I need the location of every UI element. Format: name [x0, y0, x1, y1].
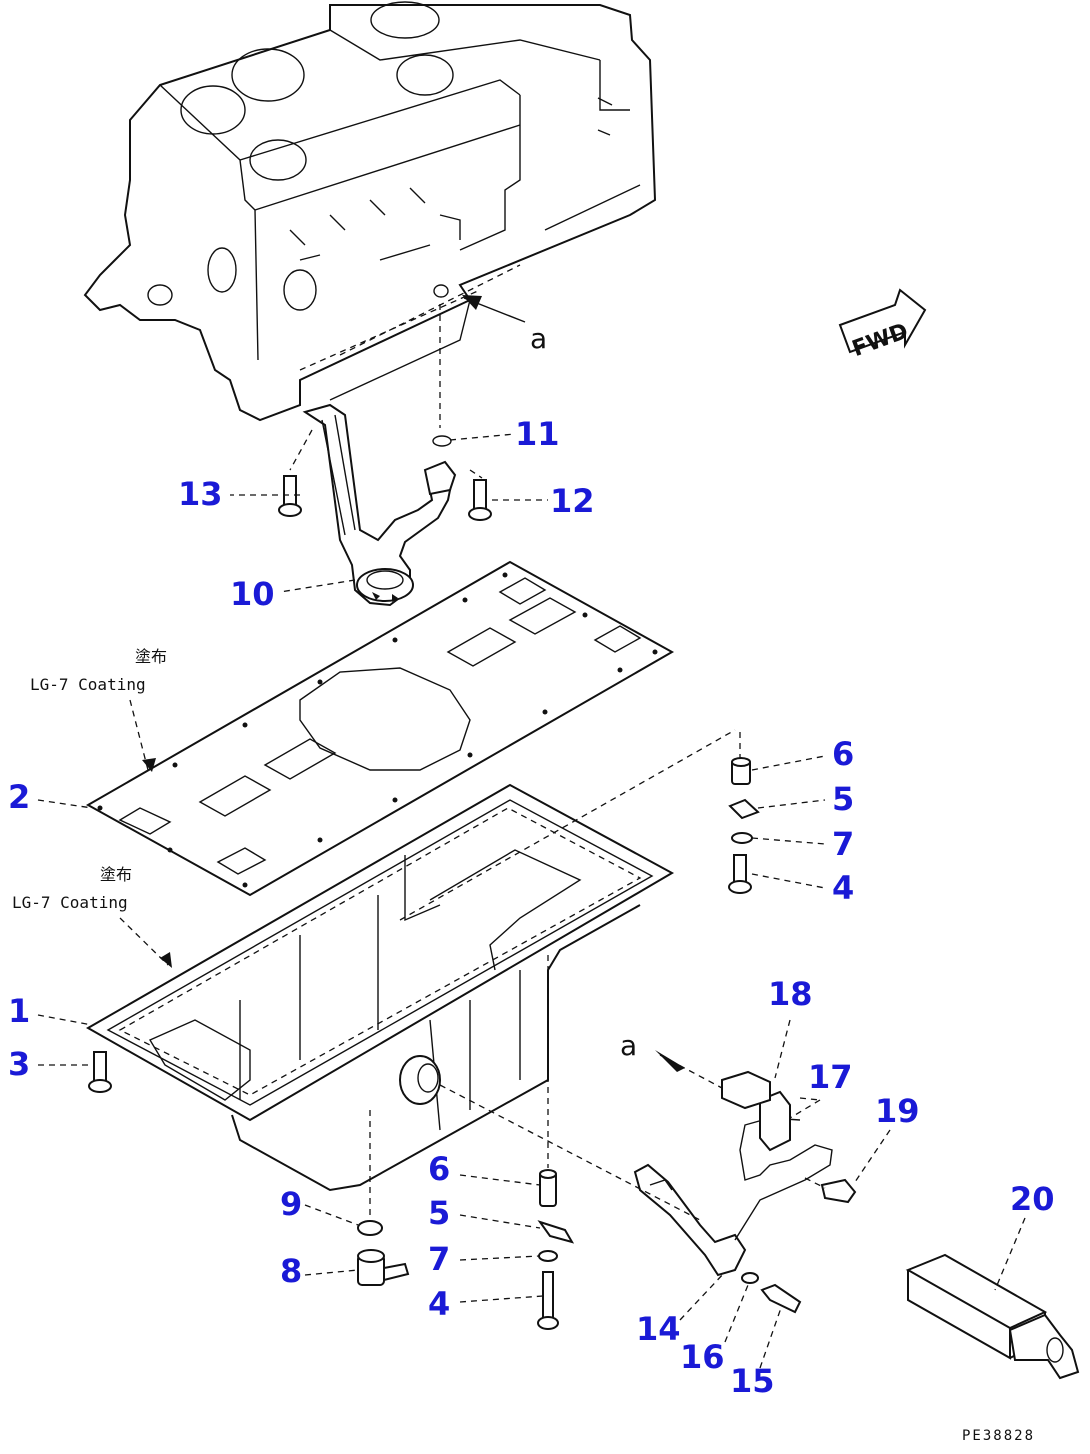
callout-18: 18	[768, 975, 813, 1013]
upper-fastener-stack	[399, 729, 760, 921]
coating-upper-en: LG-7 Coating	[30, 675, 146, 694]
suction-pipe-part	[302, 304, 457, 607]
callout-12: 12	[550, 482, 595, 520]
fwd-label: FWD	[849, 319, 912, 362]
fwd-arrow-icon: FWD	[838, 288, 927, 362]
callout-1: 1	[8, 992, 30, 1030]
callout-15: 15	[730, 1362, 775, 1400]
callout-7-lower: 7	[428, 1240, 450, 1278]
callout-16: 16	[680, 1338, 725, 1376]
callout-20: 20	[1010, 1180, 1055, 1218]
ref-letter-a-bottom: a	[620, 1029, 637, 1062]
sensor-assembly-part	[633, 1050, 857, 1314]
bolt-12-part	[468, 469, 492, 521]
lower-fastener-stack	[537, 955, 575, 1330]
part-20-tool	[905, 1253, 1080, 1380]
callout-7-upper: 7	[832, 825, 854, 863]
drawing-code: PE38828	[962, 1428, 1035, 1444]
callout-5-lower: 5	[428, 1194, 450, 1232]
bolt-3-part	[88, 1051, 112, 1093]
callout-13: 13	[178, 475, 223, 513]
callout-14: 14	[636, 1310, 681, 1348]
oil-pan-part	[85, 783, 701, 1221]
callout-3: 3	[8, 1045, 30, 1083]
callout-6-upper: 6	[832, 735, 854, 773]
callout-10: 10	[230, 575, 275, 613]
callout-4-lower: 4	[428, 1285, 450, 1323]
callout-8: 8	[280, 1252, 302, 1290]
coating-lower-en: LG-7 Coating	[12, 893, 128, 912]
drain-plug-part	[357, 1110, 410, 1286]
callout-2: 2	[8, 778, 30, 816]
callout-17: 17	[808, 1058, 853, 1096]
callout-19: 19	[875, 1092, 920, 1130]
coating-upper-jp: 塗布	[135, 647, 167, 666]
callout-9: 9	[280, 1185, 302, 1223]
callout-11: 11	[515, 415, 560, 453]
callout-6-lower: 6	[428, 1150, 450, 1188]
coating-lower-jp: 塗布	[100, 865, 132, 884]
bolt-13-part	[278, 429, 313, 517]
ref-arrow-top: a	[462, 295, 547, 355]
gasket-plate-part	[85, 560, 675, 897]
callout-5-upper: 5	[832, 780, 854, 818]
callout-4-upper: 4	[832, 869, 854, 907]
engine-block	[83, 1, 657, 422]
ref-letter-a-top: a	[530, 322, 547, 355]
leader-lines	[37, 433, 1026, 1369]
